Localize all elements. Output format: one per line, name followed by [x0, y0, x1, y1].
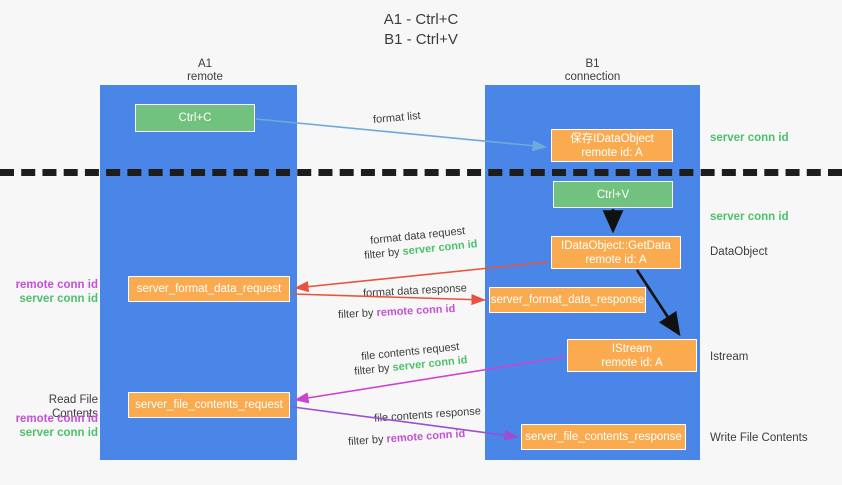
title-line-1: A1 - Ctrl+C [383, 11, 459, 28]
annotation-remote-conn-id-1: remote conn id [15, 279, 98, 291]
node-save-idataobject-label: 保存IDataObject [570, 132, 654, 145]
edge-label-format-list-text: format list [372, 109, 422, 127]
edge-label-format-data-response-filter: filter by remote conn id [338, 302, 456, 322]
node-save-idataobject[interactable]: 保存IDataObject remote id: A [551, 129, 673, 162]
node-ctrl-c[interactable]: Ctrl+C [135, 104, 255, 132]
node-server-format-data-response-label: server_format_data_response [490, 294, 645, 306]
annotation-write-file-contents: Write File Contents [710, 432, 808, 444]
node-istream[interactable]: IStream remote id: A [567, 339, 697, 372]
annotation-server-conn-id-2: server conn id [19, 427, 98, 439]
lane-header-b1: B1 connection [515, 58, 670, 84]
page-title: A1 - Ctrl+C B1 - Ctrl+V [0, 10, 842, 50]
node-server-format-data-response[interactable]: server_format_data_response [489, 287, 646, 313]
edge-label-format-data-response: format data response [363, 281, 468, 300]
annotation-dataobject: DataObject [710, 246, 768, 258]
annotation-server-conn-id-top: server conn id [710, 132, 789, 144]
annotation-conn-id-group-1: remote conn id server conn id [2, 278, 98, 306]
lane-a1-name: A1 [197, 58, 213, 70]
edge-label-format-data-response-text: format data response [362, 282, 468, 300]
filter-prefix: filter by [337, 307, 377, 322]
node-save-idataobject-sublabel: remote id: A [581, 146, 643, 159]
node-server-file-contents-response-label: server_file_contents_response [525, 431, 682, 443]
node-idataobject-getdata-sublabel: remote id: A [585, 253, 647, 266]
annotation-server-conn-id-mid: server conn id [710, 211, 789, 223]
edge-label-format-list: format list [372, 109, 422, 127]
annotation-conn-id-group-2: remote conn id server conn id [2, 412, 98, 440]
node-istream-sublabel: remote id: A [601, 356, 663, 369]
filter-key-remote-conn-id: remote conn id [386, 427, 466, 446]
lane-header-a1: A1 remote [130, 58, 280, 84]
node-ctrl-c-label: Ctrl+C [178, 112, 212, 124]
filter-key-remote-conn-id: remote conn id [376, 302, 456, 320]
node-server-format-data-request[interactable]: server_format_data_request [128, 276, 290, 302]
lane-a1-role: remote [187, 71, 223, 83]
edge-label-file-contents-response-text: file contents response [373, 405, 482, 425]
phase-divider [0, 169, 842, 176]
lane-b1-name: B1 [585, 58, 600, 70]
annotation-server-conn-id-1: server conn id [19, 293, 98, 305]
node-ctrl-v[interactable]: Ctrl+V [553, 181, 673, 208]
node-idataobject-getdata[interactable]: IDataObject::GetData remote id: A [551, 236, 681, 269]
node-idataobject-getdata-label: IDataObject::GetData [561, 239, 671, 252]
annotation-read-file-contents: Read File Contents [48, 394, 98, 420]
node-ctrl-v-label: Ctrl+V [596, 188, 630, 201]
edge-label-file-contents-response: file contents response [374, 404, 482, 425]
node-server-file-contents-request-label: server_file_contents_request [135, 399, 283, 411]
filter-prefix: filter by [363, 245, 404, 262]
node-server-format-data-request-label: server_format_data_request [136, 283, 282, 295]
edge-label-file-contents-response-filter: filter by remote conn id [348, 427, 466, 449]
lane-b1-role: connection [564, 71, 621, 83]
node-server-file-contents-request[interactable]: server_file_contents_request [128, 392, 290, 418]
filter-prefix: filter by [347, 433, 387, 449]
annotation-remote-conn-id-2: remote conn id [15, 413, 98, 425]
annotation-istream: Istream [710, 351, 749, 363]
title-line-2: B1 - Ctrl+V [384, 31, 458, 48]
node-server-file-contents-response[interactable]: server_file_contents_response [521, 424, 686, 450]
filter-prefix: filter by [353, 361, 394, 378]
node-istream-label: IStream [611, 342, 653, 355]
